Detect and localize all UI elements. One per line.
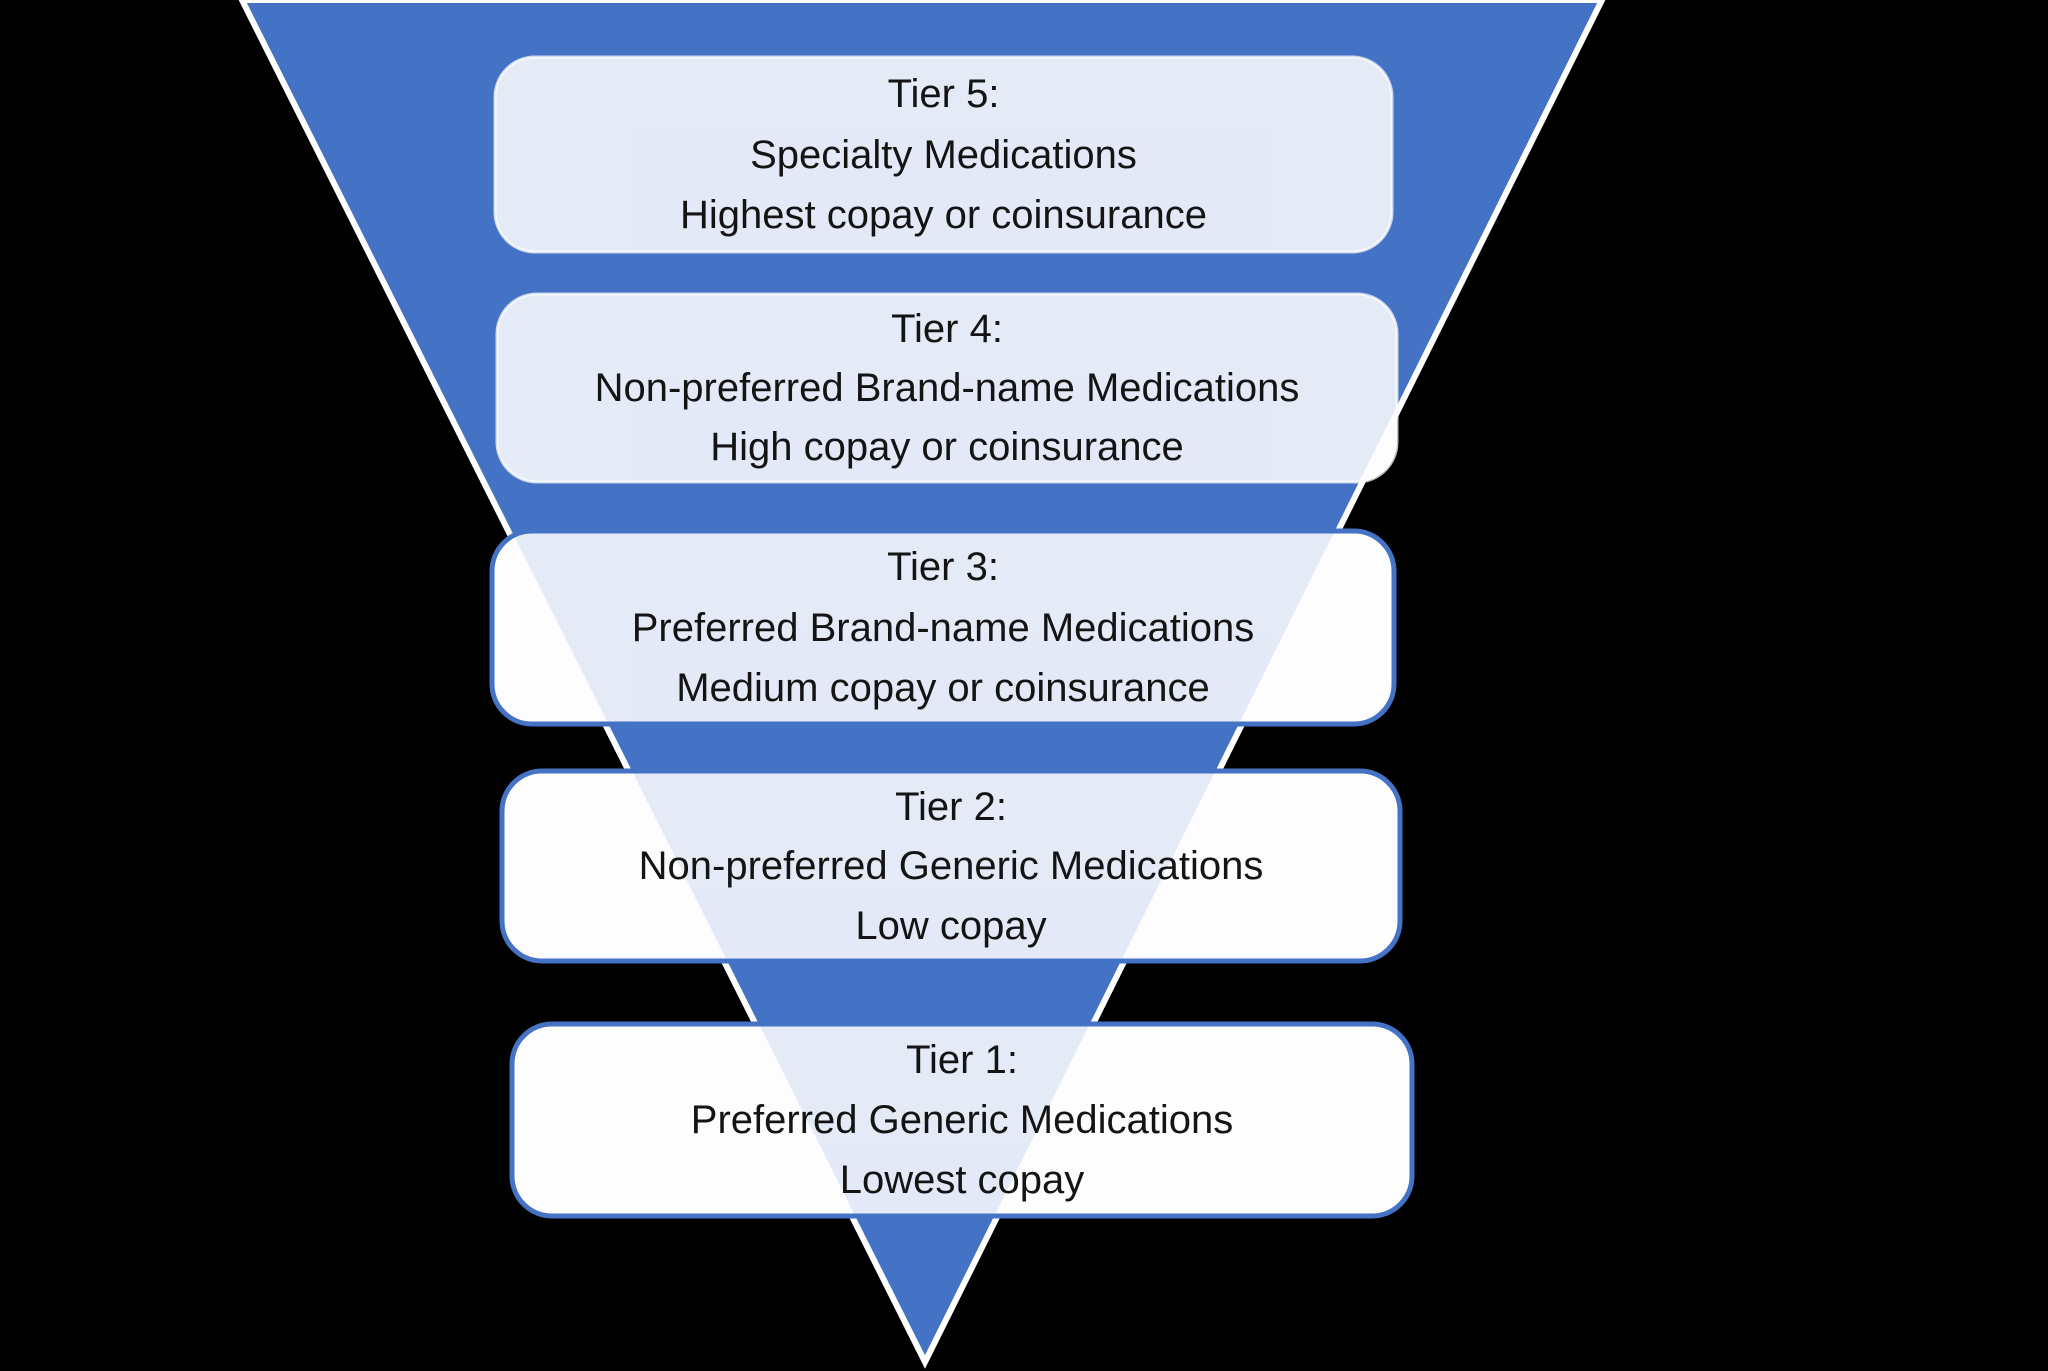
- tier-3-outline: [489, 528, 1397, 727]
- tier-2-outline: [499, 768, 1403, 964]
- tier-5-outline: [493, 55, 1394, 254]
- tier-1-outline: [509, 1021, 1415, 1219]
- tier-2-box: [499, 768, 1403, 964]
- tier-1-box: [509, 1021, 1415, 1219]
- tier-5-box: [493, 55, 1394, 254]
- tier-4-box: [495, 292, 1399, 484]
- tier-4-outline: [495, 292, 1399, 484]
- tier-3-box: [489, 528, 1397, 727]
